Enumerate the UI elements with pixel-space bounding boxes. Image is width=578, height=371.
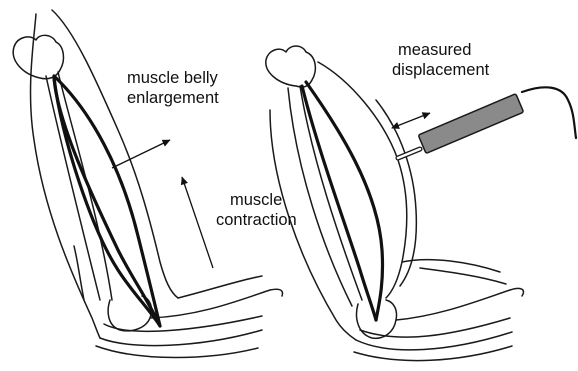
left-humerus-shaft-front — [46, 76, 100, 300]
belly-enlargement-arrow — [112, 140, 170, 168]
left-underarm-curve — [74, 246, 84, 300]
displacement-label-line2: displacement — [392, 60, 489, 80]
left-forearm-outline-2 — [96, 346, 258, 358]
displacement-sensor — [398, 87, 576, 158]
contraction-arrow — [182, 177, 213, 268]
muscle-belly-enlargement-label: muscle belly enlargement — [127, 68, 219, 108]
sensor-cable — [522, 87, 576, 138]
contraction-label-line1: muscle — [216, 190, 297, 210]
left-arm-illustration — [13, 10, 282, 358]
left-forearm-lower — [104, 316, 262, 331]
right-biceps-inner — [302, 86, 376, 320]
belly-label-line2: enlargement — [127, 88, 219, 108]
contraction-label-line2: contraction — [216, 210, 297, 230]
right-humerus-head — [266, 46, 316, 87]
right-forearm-lower — [360, 318, 510, 337]
right-forearm-fold — [402, 260, 500, 272]
displacement-arrow — [392, 113, 430, 128]
sensor-body — [418, 94, 523, 154]
left-forearm-outline — [100, 330, 262, 346]
belly-label-line1: muscle belly — [127, 68, 219, 88]
right-arm-illustration — [266, 46, 576, 361]
displacement-label-line1: measured — [392, 40, 489, 60]
right-humerus-shaft-back — [288, 88, 352, 306]
left-forearm-upper — [150, 289, 283, 318]
measured-displacement-label: measured displacement — [392, 40, 489, 80]
left-arm-outline-back — [31, 14, 100, 338]
right-biceps-muscle — [306, 82, 383, 320]
right-forearm-upper — [396, 288, 524, 320]
left-humerus-shaft-back — [58, 72, 112, 300]
left-forearm-fold — [178, 276, 262, 298]
left-humerus-head — [13, 35, 63, 78]
muscle-contraction-label: muscle contraction — [216, 190, 297, 230]
left-elbow — [108, 296, 151, 331]
